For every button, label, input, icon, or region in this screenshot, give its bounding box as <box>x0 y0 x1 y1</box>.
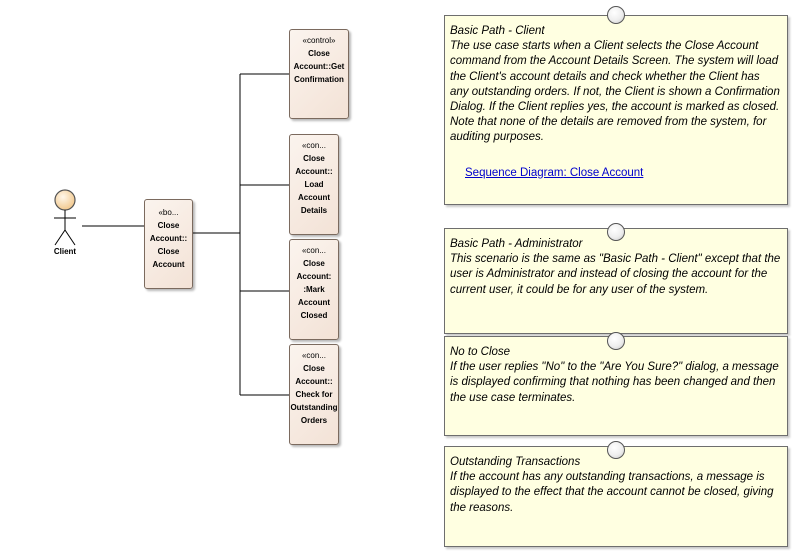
actor-label: Client <box>53 247 77 256</box>
note-port-icon <box>607 6 625 24</box>
boundary-name: Close Account:: Close Account <box>149 221 188 269</box>
note-body: If the account has any outstanding trans… <box>450 471 774 514</box>
boundary-close-account[interactable]: «bo... Close Account:: Close Account <box>144 199 193 289</box>
client-actor-icon[interactable] <box>46 188 86 258</box>
control-stereotype: «con... <box>301 351 326 360</box>
note-basic-path-administrator[interactable]: Basic Path - Administrator This scenario… <box>444 228 788 334</box>
note-basic-path-client[interactable]: Basic Path - Client The use case starts … <box>444 15 788 205</box>
boundary-stereotype: «bo... <box>158 208 179 217</box>
note-title: No to Close <box>450 346 511 358</box>
note-title: Basic Path - Client <box>450 25 545 37</box>
note-port-icon <box>607 223 625 241</box>
control-get-confirmation[interactable]: «control» Close Account::Get Confirmatio… <box>289 29 349 119</box>
note-port-icon <box>607 332 625 350</box>
control-check-outstanding-orders[interactable]: «con... Close Account:: Check for Outsta… <box>289 344 339 445</box>
control-stereotype: «control» <box>302 36 336 45</box>
sequence-diagram-link[interactable]: Sequence Diagram: Close Account <box>465 166 644 179</box>
note-title: Basic Path - Administrator <box>450 238 583 250</box>
control-name: Close Account:: Check for Outstanding Or… <box>290 364 338 425</box>
note-body: If the user replies "No" to the "Are You… <box>450 361 779 404</box>
control-name: Close Account:: Load Account Details <box>295 154 333 215</box>
note-port-icon <box>607 441 625 459</box>
control-name: Close Account::Get Confirmation <box>293 49 345 84</box>
note-body: This scenario is the same as "Basic Path… <box>450 253 781 296</box>
control-stereotype: «con... <box>301 141 326 150</box>
note-no-to-close[interactable]: No to Close If the user replies "No" to … <box>444 336 788 436</box>
control-stereotype: «con... <box>301 246 326 255</box>
control-load-account-details[interactable]: «con... Close Account:: Load Account Det… <box>289 134 339 235</box>
note-body: The use case starts when a Client select… <box>450 40 780 144</box>
control-mark-account-closed[interactable]: «con... Close Account: :Mark Account Clo… <box>289 239 339 340</box>
control-name: Close Account: :Mark Account Closed <box>296 259 332 320</box>
note-outstanding-transactions[interactable]: Outstanding Transactions If the account … <box>444 446 788 547</box>
note-title: Outstanding Transactions <box>450 456 581 468</box>
